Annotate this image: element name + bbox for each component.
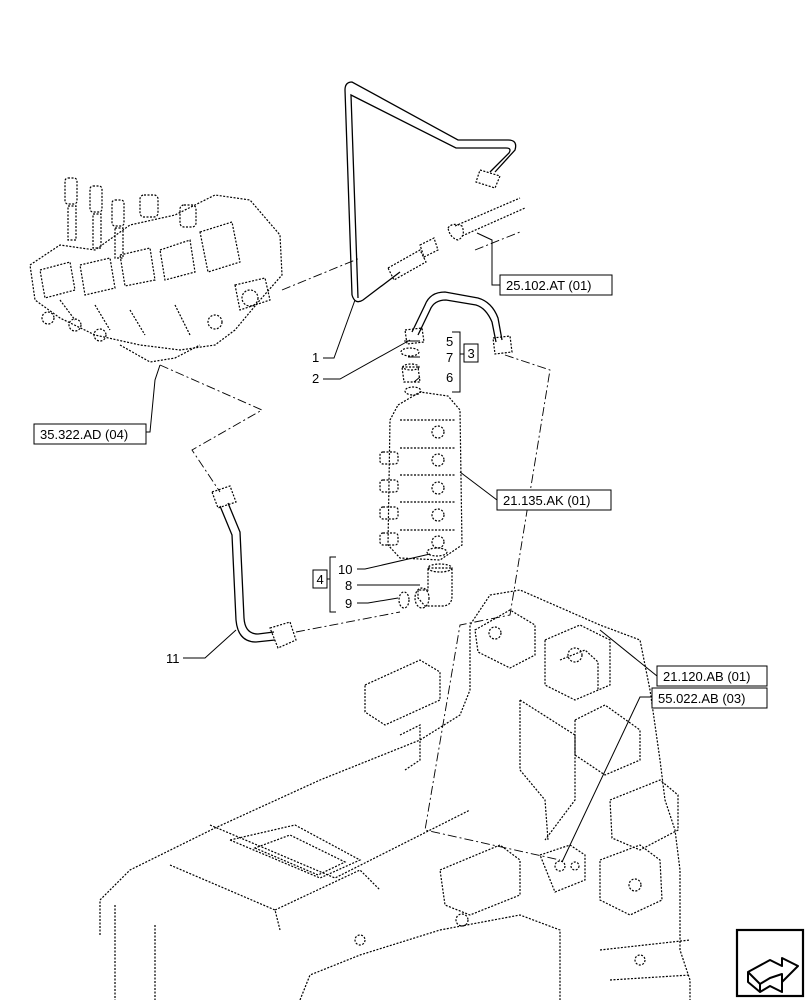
callout-9: 9	[345, 596, 352, 611]
ref-label-55-022-ab: 55.022.AB (03)	[658, 691, 745, 706]
group-3: 3	[452, 331, 479, 393]
pipe-part-1	[344, 81, 517, 303]
group-4-box	[312, 569, 328, 589]
group-4-label: 4	[317, 572, 324, 587]
leader-lines	[146, 232, 658, 863]
ref-box-21-135-ak[interactable]: 21.135.AK (01)	[496, 489, 612, 511]
callout-7: 7	[446, 350, 453, 365]
fitting-set-4	[398, 547, 453, 609]
group-3-label: 3	[468, 346, 475, 361]
ref-box-35-322-ad[interactable]: 35.322.AD (04)	[33, 423, 147, 445]
pipe-part-11	[211, 485, 297, 649]
callout-10: 10	[338, 562, 352, 577]
ref-box-55-022-ab[interactable]: 55.022.AB (03)	[651, 687, 768, 709]
callout-5: 5	[446, 334, 453, 349]
assembly-lines	[159, 231, 561, 861]
group-4: 4	[312, 556, 336, 613]
pipe-part-2	[404, 291, 513, 355]
callout-1: 1	[312, 350, 319, 365]
callout-8: 8	[345, 578, 352, 593]
callout-11: 11	[166, 651, 180, 666]
ref-box-21-120-ab[interactable]: 21.120.AB (01)	[656, 665, 768, 687]
next-page-arrow-icon[interactable]	[735, 928, 805, 998]
callout-2: 2	[312, 371, 319, 386]
callout-labels: 1 2 5 7 6 10 8 9 11	[166, 334, 453, 666]
control-valve-assembly	[29, 177, 283, 363]
ref-label-25-102-at: 25.102.AT (01)	[506, 278, 592, 293]
pipe-1-connector	[447, 197, 526, 241]
tractor-frame	[99, 589, 691, 1000]
fitting-set-3	[400, 347, 422, 396]
ref-label-21-135-ak: 21.135.AK (01)	[503, 493, 590, 508]
valve-section	[379, 391, 463, 561]
ref-label-21-120-ab: 21.120.AB (01)	[663, 669, 750, 684]
callout-6: 6	[446, 370, 453, 385]
ref-label-35-322-ad: 35.322.AD (04)	[40, 427, 128, 442]
group-3-box	[463, 343, 479, 363]
ref-box-25-102-at[interactable]: 25.102.AT (01)	[499, 274, 613, 296]
